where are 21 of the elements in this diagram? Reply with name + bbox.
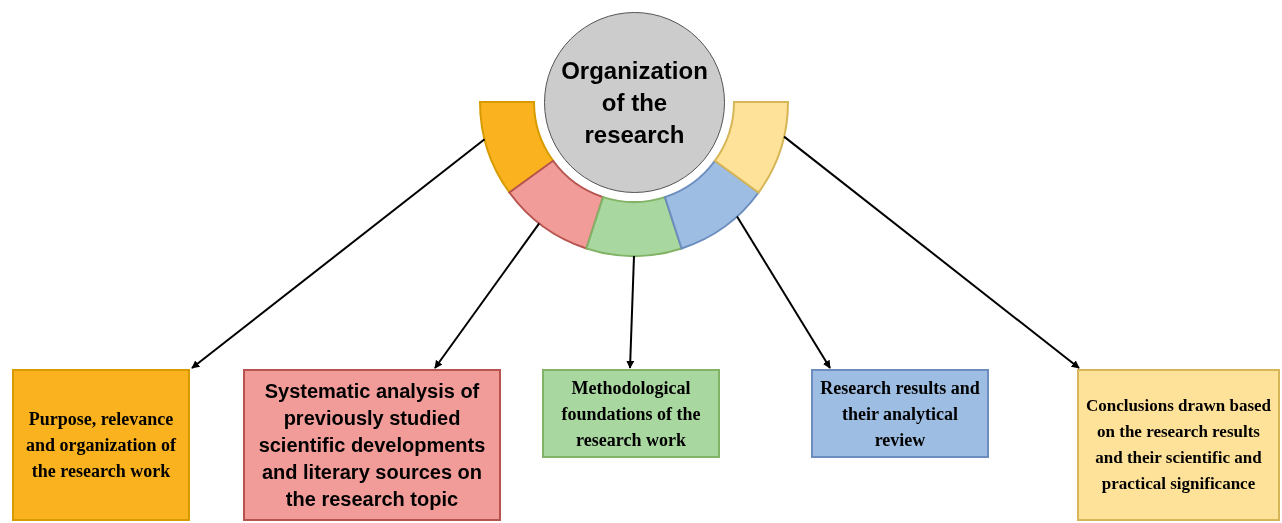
process-box [811, 369, 989, 458]
process-box [1077, 369, 1280, 521]
box-label: Purpose, relevance and organization of the research work [26, 408, 176, 483]
node-title: Organization of the research [560, 55, 709, 150]
box-label: Conclusions drawn based on the research results and their scientific and practical significance [1084, 395, 1273, 495]
box-label: Systematic analysis of previously studied scientific developments and literary sources on the research topic [257, 378, 487, 512]
box-label: Methodological foundations of the research work [560, 376, 702, 452]
process-box [12, 369, 190, 521]
process-box [542, 369, 720, 458]
ring-segment [585, 196, 683, 257]
arrow [626, 255, 635, 369]
ring-segment [508, 159, 605, 250]
ring-segment [713, 101, 789, 194]
process-box [243, 369, 501, 521]
ring-segment [479, 101, 555, 194]
arrow [736, 215, 831, 369]
box-label: Research results and their analytical review [820, 376, 980, 452]
arrow [434, 222, 541, 369]
arrow [191, 138, 486, 369]
ring-segment [663, 159, 760, 250]
arrow [783, 135, 1080, 369]
